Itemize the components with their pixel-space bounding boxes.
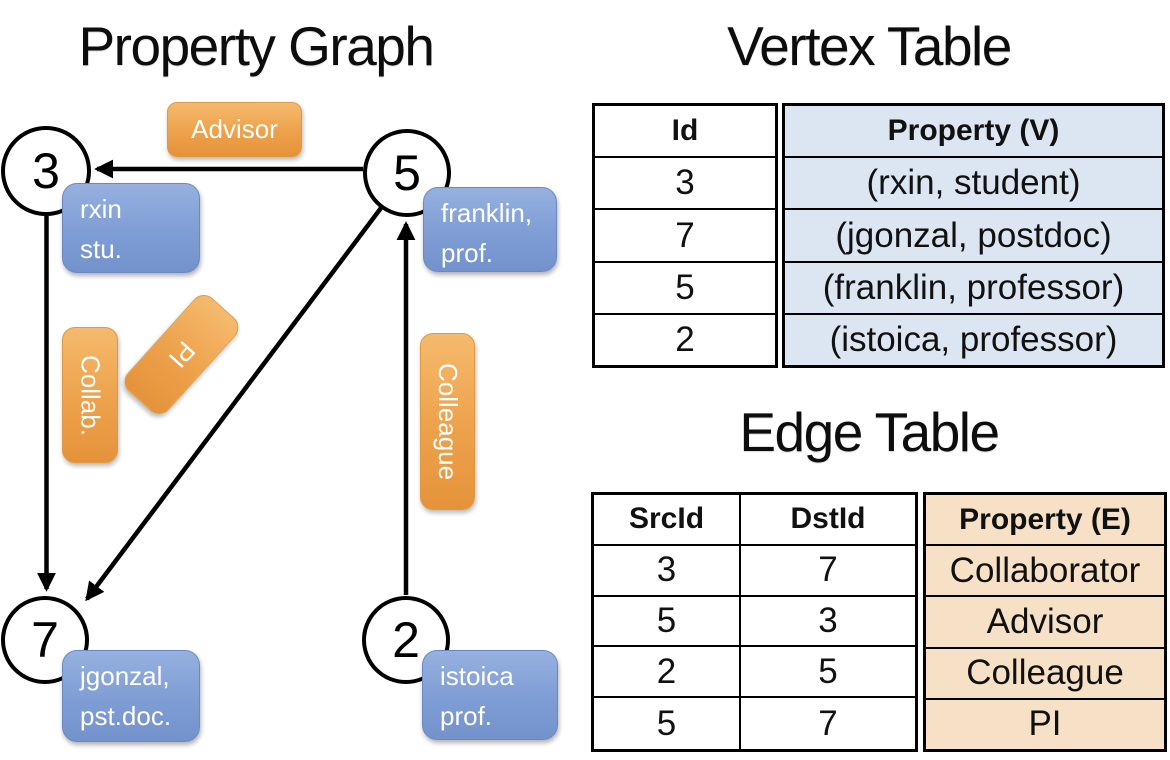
vertex-id-label: 5: [393, 145, 421, 201]
vertex-id-label: 3: [32, 143, 60, 199]
vertex-table-id-column: Id 3 7 5 2: [592, 103, 778, 368]
edge-table-title: Edge Table: [739, 401, 1000, 463]
edge-label-collab: Collab.: [62, 327, 118, 463]
edge-table-header-property: Property (E): [926, 495, 1164, 547]
edge-table-cell: 7: [741, 546, 915, 597]
edge-table-header-srcid: SrcId: [594, 495, 741, 546]
vertex-property-box-istoica: istoica prof.: [422, 650, 558, 740]
vertex-id-label: 7: [31, 612, 59, 668]
edge-table-property-column: Property (E) Collaborator Advisor Collea…: [923, 492, 1167, 752]
vertex-table-cell: 5: [595, 263, 775, 315]
vertex-property-line: pst.doc.: [80, 701, 172, 731]
vertex-table-cell: (istoica, professor): [829, 319, 1118, 359]
vertex-property-box-jgonzal: jgonzal, pst.doc.: [62, 650, 200, 742]
vertex-table-property-column: Property (V) (rxin, student) (jgonzal, p…: [782, 103, 1165, 368]
vertex-node-2: 2: [362, 596, 450, 684]
edge-table-cell: 5: [741, 647, 915, 699]
edge-table-cell: Collaborator: [926, 546, 1164, 598]
arrow-5-to-7: [85, 206, 383, 602]
edge-table-cell: PI: [1028, 704, 1062, 744]
edge-table-cell: Advisor: [926, 597, 1164, 649]
vertex-property-box-franklin: franklin, prof.: [423, 187, 557, 272]
vertex-property-line: istoica: [440, 661, 514, 691]
vertex-table-cell: (franklin, professor): [785, 263, 1162, 315]
vertex-property-line: franklin,: [441, 198, 533, 228]
edge-table-cell: Colleague: [926, 649, 1164, 700]
vertex-table-header-id: Id: [595, 106, 775, 159]
edge-label-colleague: Colleague: [420, 333, 475, 510]
vertex-table-header-property: Property (V): [785, 106, 1162, 159]
edge-table-id-columns: SrcId DstId 3 7 5 3 2 5 5 7: [591, 492, 918, 752]
vertex-table-cell: (rxin, student): [785, 158, 1162, 211]
edge-label-advisor: Advisor: [167, 102, 302, 157]
vertex-table-cell: 2: [675, 319, 695, 359]
vertex-property-line: prof.: [441, 238, 494, 268]
vertex-property-line: prof.: [440, 701, 493, 731]
vertex-id-label: 2: [392, 612, 420, 668]
vertex-table-cell: (jgonzal, postdoc): [785, 210, 1162, 263]
vertex-property-line: jgonzal,: [80, 661, 170, 691]
vertex-property-box-rxin: rxin stu.: [62, 183, 200, 273]
vertex-node-5: 5: [363, 129, 451, 217]
vertex-table-title: Vertex Table: [727, 15, 1012, 77]
edge-table-cell: 2: [594, 647, 741, 699]
edge-table-cell: 5: [594, 698, 741, 749]
property-graph-title: Property Graph: [78, 15, 435, 77]
vertex-table-cell: 7: [595, 210, 775, 263]
edge-table-header-dstid: DstId: [741, 495, 915, 546]
vertex-property-line: rxin: [80, 194, 122, 224]
edge-table-cell: 5: [594, 596, 741, 648]
vertex-property-line: stu.: [80, 234, 122, 264]
edge-table-cell: 3: [594, 545, 741, 597]
graph-edges-arrows: [37, 159, 416, 602]
edge-table-cell: 3: [741, 597, 915, 648]
vertex-table-cell: 3: [595, 158, 775, 211]
edge-table-cell: 7: [818, 703, 838, 743]
